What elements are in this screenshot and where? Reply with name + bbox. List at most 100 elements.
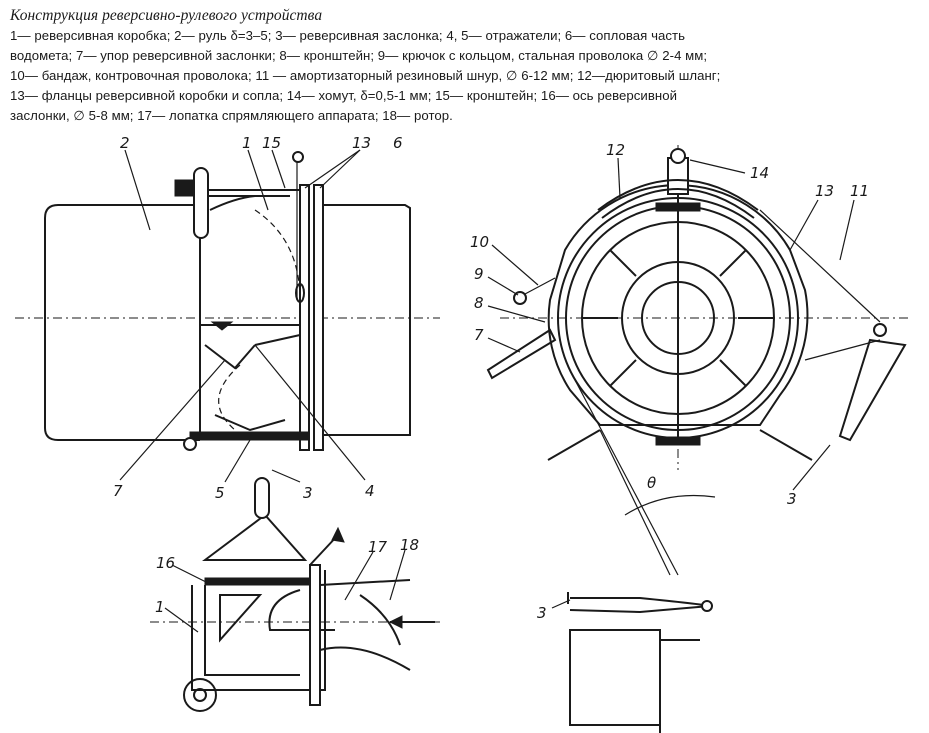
leader (487, 276, 519, 296)
label-18: 18 (400, 536, 419, 554)
leader (171, 564, 213, 586)
label-12: 12 (606, 141, 625, 159)
label-6: 6 (393, 134, 403, 152)
figure-caption: Конструкция реверсивно-рулевого устройст… (10, 6, 922, 126)
deflector-4 (254, 334, 301, 346)
label-10: 10 (470, 233, 489, 251)
flap-swing-path (254, 209, 301, 301)
label-9: 9 (474, 265, 484, 283)
leader (839, 199, 855, 261)
leader (617, 157, 621, 199)
caption-title: Конструкция реверсивно-рулевого устройст… (10, 7, 323, 24)
flange-right (313, 184, 324, 451)
stop-left (486, 328, 557, 380)
top-pin (292, 151, 304, 163)
flow-arrowhead-up (331, 526, 345, 543)
flap-3-pivot (701, 600, 713, 612)
leader (164, 607, 199, 633)
strut-left (547, 429, 601, 461)
flap-lever (254, 477, 270, 519)
box-inner (204, 585, 300, 676)
label-11: 11 (850, 182, 869, 200)
label-13: 13 (815, 182, 834, 200)
label-15: 15 (262, 134, 281, 152)
reversing-box-body (44, 204, 200, 441)
clamp-bolt (670, 148, 686, 164)
leader (789, 199, 819, 251)
leader (491, 244, 539, 286)
front-view: 12 14 13 11 10 9 8 7 3 θ (470, 141, 910, 576)
nozzle-part (320, 204, 411, 436)
flange-left (299, 184, 310, 451)
flap-3-detail (569, 597, 711, 614)
leader (792, 444, 831, 491)
flap-right (838, 338, 907, 442)
pivot-hub (193, 688, 207, 702)
label-7: 7 (113, 482, 123, 500)
caption-line: 1— реверсивная коробка; 2— руль δ=3–5; 3… (10, 28, 686, 43)
pivot-circle (183, 437, 197, 451)
label-4: 4 (365, 482, 375, 500)
angle-ray-right (599, 429, 671, 576)
label-3: 3 (787, 490, 797, 508)
hose-12-inner (601, 188, 755, 219)
label-13: 13 (352, 134, 371, 152)
label-17: 17 (368, 538, 388, 556)
flow-arrowhead-in (388, 615, 403, 629)
box-top-plate (204, 577, 311, 586)
leader (319, 149, 361, 189)
leader (344, 551, 374, 601)
flow-path (268, 589, 335, 631)
shock-cord-lower (804, 339, 881, 361)
cord-knot (873, 323, 887, 337)
nozzle-flange (309, 564, 321, 706)
stator-spokes (582, 249, 774, 387)
bandage-wire (524, 277, 556, 295)
box-deflector (219, 594, 263, 643)
leader (304, 149, 361, 189)
pivot-wheel (183, 678, 217, 712)
leader (254, 344, 366, 481)
label-1: 1 (155, 598, 165, 616)
flap-hidden (218, 364, 241, 431)
caption-line: 13— фланцы реверсивной коробки и сопла; … (10, 88, 678, 103)
bottom-clamp (655, 436, 701, 446)
detail-view: 3 (537, 592, 713, 733)
caption-line: 10— бандаж, контровочная проволока; 11 —… (10, 68, 721, 83)
shock-cord-upper (759, 209, 881, 323)
nozzle-top (319, 579, 411, 586)
leader (247, 149, 269, 211)
stop-mark (210, 321, 234, 331)
angle-arc (624, 494, 716, 516)
strut-right (759, 429, 813, 461)
flap-arc (209, 195, 256, 211)
lower-housing (200, 324, 301, 440)
label-1: 1 (242, 134, 252, 152)
hook-ring (295, 283, 305, 303)
caption-line: водомета; 7— упор реверсивной заслонки; … (10, 48, 708, 63)
leader (271, 469, 301, 483)
leader (487, 305, 546, 323)
leader (487, 337, 521, 353)
leader (689, 159, 746, 174)
deflector-7 (204, 344, 256, 370)
label-8: 8 (474, 294, 484, 312)
label-theta: θ (647, 474, 656, 492)
leader (551, 599, 571, 609)
hose-12 (597, 179, 759, 211)
leader (124, 149, 151, 231)
flap-plate (202, 513, 308, 561)
rudder-post (193, 167, 209, 239)
label-16: 16 (156, 554, 175, 572)
label-5: 5 (215, 484, 225, 502)
caption-line: заслонки, ∅ 5-8 мм; 17— лопатка спрямляю… (10, 108, 453, 123)
label-3: 3 (537, 604, 547, 622)
label-2: 2 (120, 134, 130, 152)
leader (119, 359, 226, 481)
leader (389, 549, 406, 601)
leader (224, 439, 251, 483)
deflector-5 (214, 414, 286, 432)
label-7: 7 (474, 326, 484, 344)
label-3: 3 (303, 484, 313, 502)
